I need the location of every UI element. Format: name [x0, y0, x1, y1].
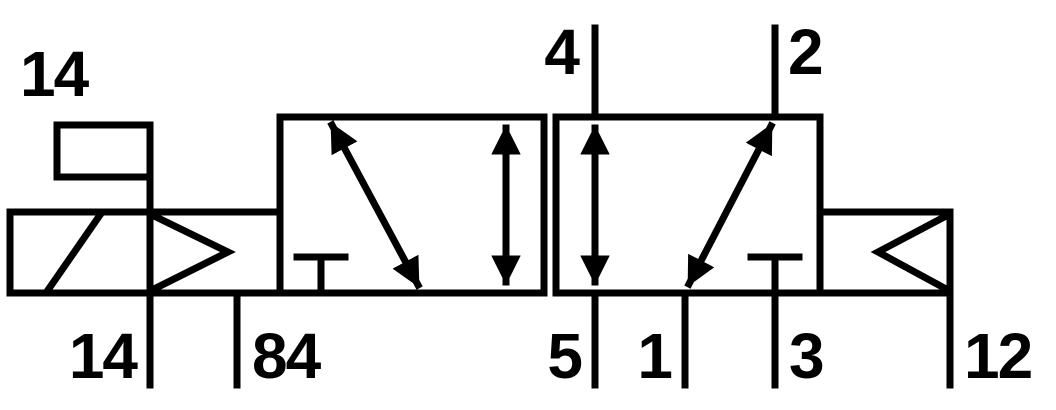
label-port-14-bottom: 14	[69, 320, 139, 392]
valve-position-right	[552, 113, 824, 297]
label-port-5: 5	[547, 320, 581, 392]
label-port-3: 3	[789, 320, 823, 392]
flow-arrow-diagonal-left	[327, 120, 423, 290]
port-lines	[233, 24, 779, 389]
valve-position-left	[276, 113, 548, 297]
pilot-14-step-shape	[53, 121, 154, 181]
pilot-port-14-connection	[53, 121, 154, 389]
return-triangle-shape	[870, 210, 953, 295]
pilot-triangle-shape	[147, 210, 236, 295]
label-port-2: 2	[788, 16, 822, 88]
solenoid-actuator	[6, 208, 154, 297]
schematic-lines	[6, 24, 954, 389]
solenoid-diagonal-line	[43, 210, 105, 295]
left-square	[276, 113, 548, 297]
label-port-84: 84	[252, 320, 322, 392]
label-port-4: 4	[544, 16, 580, 88]
spring-return	[816, 208, 954, 389]
label-pilot-14-top: 14	[20, 38, 90, 110]
solenoid-box	[6, 208, 154, 297]
flow-arrow-diagonal-right	[684, 121, 776, 289]
port-labels: 14 4 2 14 84 5 1 3 12	[20, 16, 1034, 392]
label-port-1: 1	[637, 320, 671, 392]
pilot-triangle	[147, 210, 236, 295]
label-port-12: 12	[964, 320, 1032, 392]
